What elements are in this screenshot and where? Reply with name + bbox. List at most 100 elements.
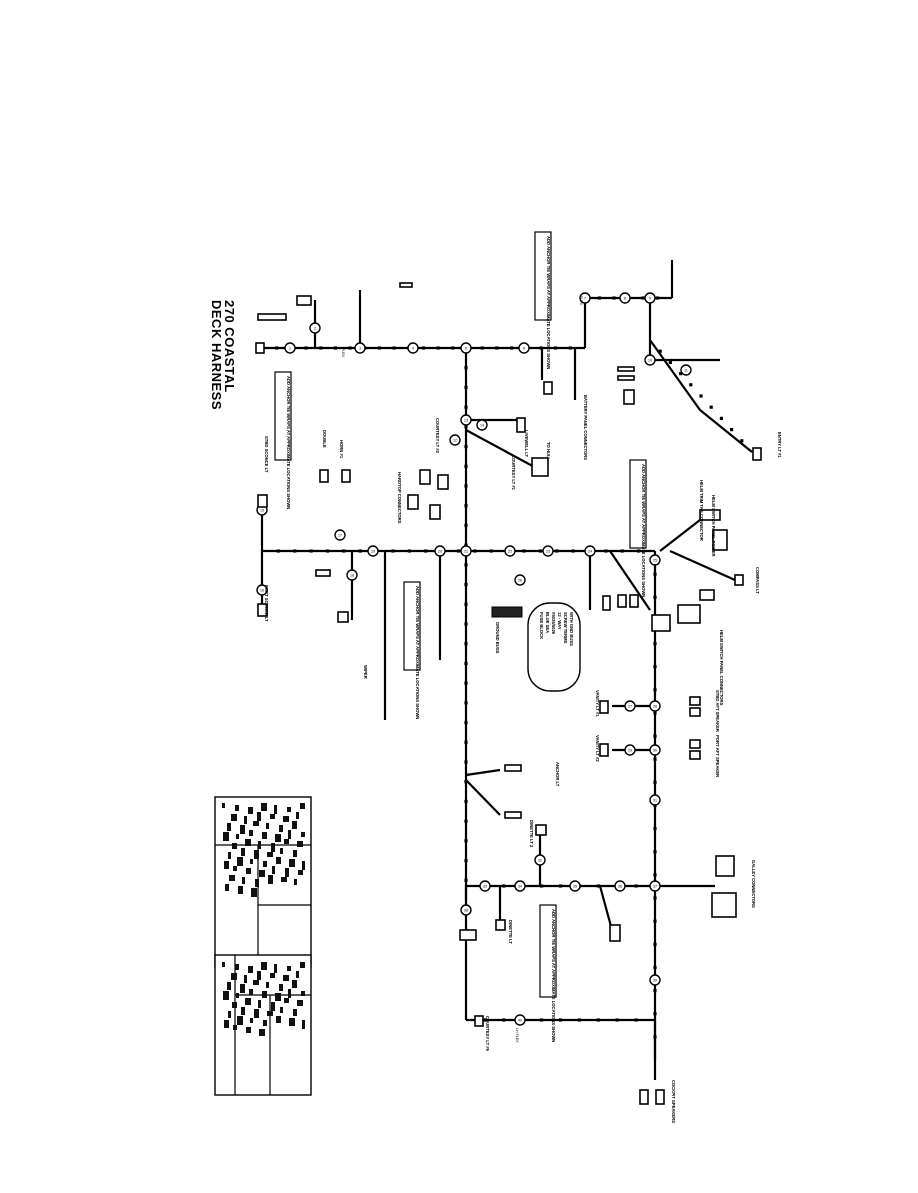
inset-detail-mark <box>222 962 225 967</box>
label-courtesy-lt-5: COURTESY LT #5 <box>485 1016 490 1052</box>
inset-detail-mark <box>288 830 291 839</box>
splice-node-number: 27 <box>628 704 632 708</box>
anchor-tie-mark <box>540 884 544 888</box>
label-helm-trim: HELM TRIM TAB CONNECTOR <box>699 480 704 541</box>
anchor-tie-mark <box>539 346 543 350</box>
splice-node-number: 26 <box>518 578 522 582</box>
splice-node-number: 25 <box>653 558 657 562</box>
inset-detail-mark <box>298 870 303 875</box>
splice-node-number: 18 <box>350 573 354 577</box>
inset-detail-mark <box>225 884 229 891</box>
inset-detail-mark <box>297 841 303 847</box>
anchor-tie-mark <box>699 394 703 398</box>
inset-detail-mark <box>249 989 253 995</box>
anchor-tie-mark <box>304 346 308 350</box>
splice-node-number: 20 <box>438 549 442 553</box>
anchor-tie-mark <box>653 988 657 993</box>
label-hardtop-connectors: HARDTOP CONNECTORS <box>397 472 402 524</box>
inset-detail-mark <box>235 964 239 970</box>
splice-node-number: 22 <box>508 549 512 553</box>
inset-detail-mark <box>254 1009 259 1018</box>
inset-detail-mark <box>254 850 259 859</box>
splice-node-number: 13 <box>464 418 468 422</box>
inset-detail-mark <box>263 1020 267 1026</box>
label-wiper: WIPER <box>363 665 368 679</box>
inset-detail-mark <box>241 1007 245 1015</box>
label-courtesy-lt-2: COURTESY LT #2 <box>435 418 440 454</box>
anchor-tie-mark <box>653 1035 657 1039</box>
splice-node-number: 31 <box>653 798 657 802</box>
anchor-tie-mark <box>464 799 468 804</box>
anchor-tie-mark <box>555 549 559 553</box>
splice-node: 27 <box>624 700 636 712</box>
anchor-tie-mark <box>325 549 330 553</box>
label-entry-lt: ENTRY LT #1 <box>777 432 782 458</box>
inset-detail-mark <box>258 841 261 849</box>
inset-detail-mark <box>284 998 289 1003</box>
label-flex-1: FLEX <box>341 348 345 358</box>
inset-detail-mark <box>227 982 231 990</box>
label-port-aft: PORT AFT SPEAKER <box>715 735 720 777</box>
splice-node-number: 8 <box>624 296 626 300</box>
anchor-tie-mark <box>464 819 468 823</box>
inset-detail-mark <box>302 1020 305 1029</box>
label-livewell-lt: LIVEWELL LT <box>524 430 529 458</box>
inset-detail-mark <box>253 821 259 826</box>
splice-node-number: 33 <box>483 884 487 888</box>
label-helm-switch: HELM SWITCH PANEL CONNECTORS <box>719 630 724 706</box>
anchor-tie-mark <box>464 760 468 764</box>
splice-node-number: 23 <box>546 549 550 553</box>
inset-detail-mark <box>296 812 299 819</box>
splice-node: 12 <box>449 434 461 446</box>
anchor-tie-mark <box>464 464 468 468</box>
component-labels: ENTRY LT #1 COURTESY LT #2 LIVEWELL LT T… <box>264 296 782 1123</box>
splice-node: 20 <box>434 545 446 557</box>
inset-detail-mark <box>301 991 305 996</box>
anchor-tie-mark <box>464 543 468 547</box>
anchor-tie-mark <box>679 372 683 376</box>
inset-detail-mark <box>283 975 289 981</box>
inset-detail-mark <box>251 888 257 897</box>
inset-detail-mark <box>287 807 291 812</box>
inset-detail-mark <box>285 868 289 877</box>
anchor-tie-mark <box>464 444 468 449</box>
anchor-tie-mark <box>668 360 672 364</box>
inset-detail-mark <box>222 803 225 808</box>
label-vanity-lt-2: VANITY LT #2 <box>595 735 600 762</box>
anchor-tie-mark <box>730 428 734 432</box>
anchor-tie-mark <box>421 346 426 350</box>
inset-detail-mark <box>279 984 283 991</box>
label-galley-connectors: GALLEY CONNECTORS <box>751 860 756 908</box>
label-flex-2: FLEX <box>579 296 583 306</box>
inset-detail-mark <box>279 825 283 832</box>
splice-node-number: 30 <box>653 748 657 752</box>
anchor-tie-mark <box>342 549 346 553</box>
splice-node-number: 3 <box>359 346 361 350</box>
inset-detail-mark <box>267 852 273 857</box>
anchor-tie-mark <box>653 850 657 854</box>
inset-detail-mark <box>232 1002 237 1008</box>
anchor-tie-mark <box>489 549 493 553</box>
inset-detail-mark <box>302 861 305 870</box>
splice-node-number: 16 <box>260 588 264 592</box>
inset-detail-mark <box>270 814 275 819</box>
anchor-tie-mark <box>309 549 313 553</box>
inset-detail-mark <box>242 877 245 884</box>
splice-node-number: 34 <box>518 884 522 888</box>
splice-node-number: 29 <box>628 748 632 752</box>
inset-detail-mark <box>224 1020 229 1028</box>
inset-detail-mark <box>261 803 267 811</box>
splice-node-number: 17 <box>338 533 342 537</box>
inset-detail-mark <box>271 1002 275 1011</box>
anchor-tie-mark <box>319 346 323 350</box>
anchor-tie-mark <box>333 346 338 350</box>
label-dinette-lt: DINETTE LT <box>508 920 513 944</box>
anchor-tie-mark <box>464 563 468 567</box>
inset-detail-mark <box>228 852 231 859</box>
anchor-tie-mark <box>456 549 461 553</box>
anchor-notes: ADD ANCHOR TIE WRAPS AT APPROXIMATE LOCA… <box>274 231 647 1042</box>
inset-detail-mark <box>231 973 237 980</box>
splice-node: 39 <box>649 974 661 986</box>
inset-detail-mark <box>280 848 283 854</box>
